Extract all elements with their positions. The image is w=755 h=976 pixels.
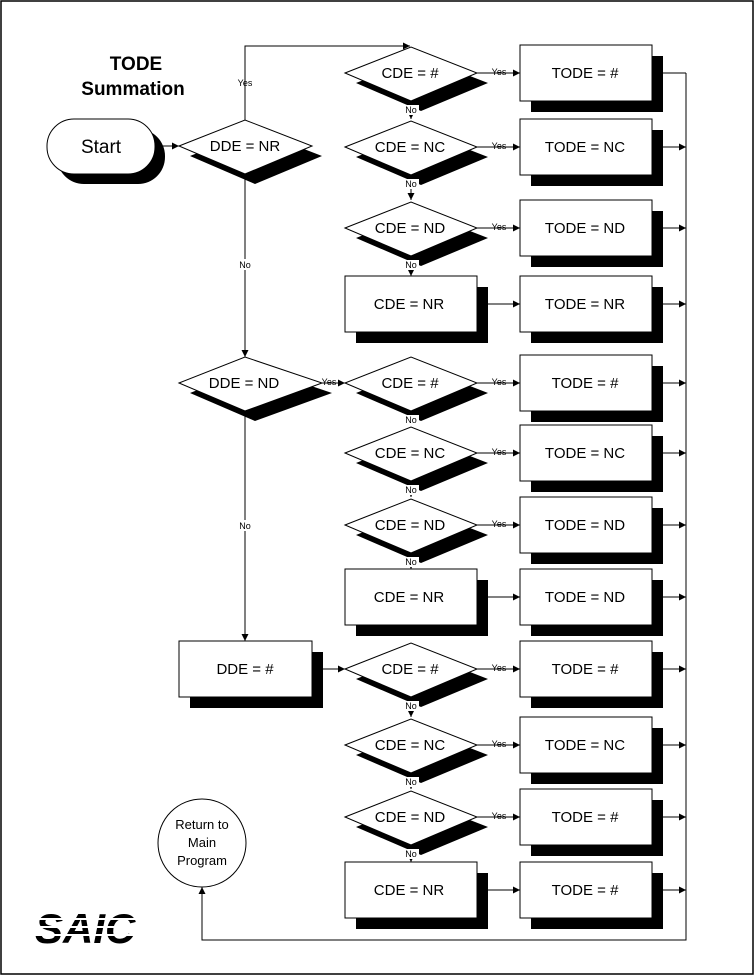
cde-row-10-yes-label: Yes [492, 739, 507, 749]
logo-stripe-3 [30, 934, 155, 936]
start-terminal: Start [46, 118, 165, 184]
cde-row-1-no-bg [403, 105, 419, 115]
dde-process-number: DDE = # [178, 640, 323, 708]
tode-row-3-label: TODE = ND [545, 220, 625, 237]
cde-row-11-no-bg [403, 849, 419, 859]
cde-row-6-no-label: No [405, 485, 417, 495]
tode-row-12-label: TODE = # [552, 882, 619, 899]
tode-row-7-box [519, 496, 653, 554]
logo-stripe-1 [30, 918, 155, 920]
tode-row-9-label: TODE = # [552, 661, 619, 678]
cde-row-3-no-label: No [405, 260, 417, 270]
tode-row-2-label: TODE = NC [545, 139, 625, 156]
dde-nd-label: DDE = ND [209, 375, 280, 392]
cde-row-5-label: CDE = # [381, 375, 439, 392]
dde-number-box [178, 640, 313, 698]
cde-row-2-no-label: No [405, 179, 417, 189]
tode-row-9-box [519, 640, 653, 698]
cde-row-6-label: CDE = NC [375, 445, 446, 462]
return-label-line-3: Program [177, 853, 227, 868]
cde-row-11-yes-label: Yes [492, 811, 507, 821]
tode-row-4-label: TODE = NR [545, 296, 625, 313]
tode-row-5-box [519, 354, 653, 412]
tode-row-8-box [519, 568, 653, 626]
dde-nr-diamond [177, 119, 314, 175]
return-collector-line [198, 73, 687, 941]
tode-row-11-box [519, 788, 653, 846]
dde-nd-yes-label: Yes [322, 377, 337, 387]
tode-row-6-box [519, 424, 653, 482]
tode-row-1-box [519, 44, 653, 102]
tode-row-3-box [519, 199, 653, 257]
dde-nr-label: DDE = NR [210, 138, 281, 155]
dde-nr-yes-connector [244, 42, 410, 120]
dde-nr-no-bg [238, 259, 252, 270]
cde-row-9-no-bg [403, 701, 419, 711]
cde-row-7-no-label: No [405, 557, 417, 567]
return-terminal: Return to Main Program [157, 798, 247, 888]
cde-row-5-no-label: No [405, 415, 417, 425]
saic-logo: SAIC [30, 905, 155, 952]
cde-row-5-yes-label: Yes [492, 377, 507, 387]
cde-row-10-label: CDE = NC [375, 737, 446, 754]
cde-row-10-no-label: No [405, 777, 417, 787]
tode-row-7-label: TODE = ND [545, 517, 625, 534]
cde-row-12-box [344, 861, 478, 919]
cde-row-3-label: CDE = ND [375, 220, 446, 237]
tode-row-10-label: TODE = NC [545, 737, 625, 754]
tode-row-4-box [519, 275, 653, 333]
dde-decision-nr: DDE = NR [177, 119, 322, 184]
cde-row-12-label: CDE = NR [374, 882, 445, 899]
title-line-2: Summation [81, 79, 184, 100]
tode-row-5-label: TODE = # [552, 375, 619, 392]
cde-row-7-yes-label: Yes [492, 519, 507, 529]
cde-row-1-yes-label: Yes [492, 67, 507, 77]
cde-row-11-label: CDE = ND [375, 809, 446, 826]
cde-row-8-box [344, 568, 478, 626]
dde-nd-no-bg [238, 520, 252, 531]
dde-nr-yes-label: Yes [238, 78, 253, 88]
cde-row-10-no-bg [403, 777, 419, 787]
logo-stripe-2 [30, 926, 155, 928]
cde-row-9-no-label: No [405, 701, 417, 711]
cde-row-7-no-bg [403, 557, 419, 567]
tode-row-12-box [519, 861, 653, 919]
cde-row-6-yes-label: Yes [492, 447, 507, 457]
tode-row-2-box [519, 118, 653, 176]
tode-row-6-label: TODE = NC [545, 445, 625, 462]
title-line-1: TODE [110, 54, 162, 75]
dde-nr-no-label: No [239, 260, 251, 270]
dde-decision-nd: DDE = ND [177, 356, 332, 421]
cde-row-4-label: CDE = NR [374, 296, 445, 313]
cde-row-3-no-bg [403, 260, 419, 270]
tode-row-1-label: TODE = # [552, 65, 619, 82]
cde-row-2-yes-label: Yes [492, 141, 507, 151]
saic-logo-text: SAIC [35, 905, 136, 952]
dde-nd-no-label: No [239, 521, 251, 531]
start-label: Start [81, 137, 122, 158]
cde-row-2-label: CDE = NC [375, 139, 446, 156]
cde-row-7-label: CDE = ND [375, 517, 446, 534]
cde-row-1-label: CDE = # [381, 65, 439, 82]
cde-row-8-label: CDE = NR [374, 589, 445, 606]
tode-row-11-label: TODE = # [552, 809, 619, 826]
return-label-line-1: Return to [175, 817, 228, 832]
tode-row-10-box [519, 716, 653, 774]
tode-row-8-label: TODE = ND [545, 589, 625, 606]
cde-row-6-no-bg [403, 485, 419, 495]
cde-row-9-label: CDE = # [381, 661, 439, 678]
cde-row-1-no-label: No [405, 105, 417, 115]
dde-number-label: DDE = # [216, 661, 274, 678]
cde-row-9-yes-label: Yes [492, 663, 507, 673]
cde-row-11-no-label: No [405, 849, 417, 859]
cde-row-2-no-bg [403, 179, 419, 189]
cde-row-3-yes-label: Yes [492, 222, 507, 232]
return-label-line-2: Main [188, 835, 216, 850]
cde-row-4-box [344, 275, 478, 333]
cde-row-5-no-bg [403, 415, 419, 425]
